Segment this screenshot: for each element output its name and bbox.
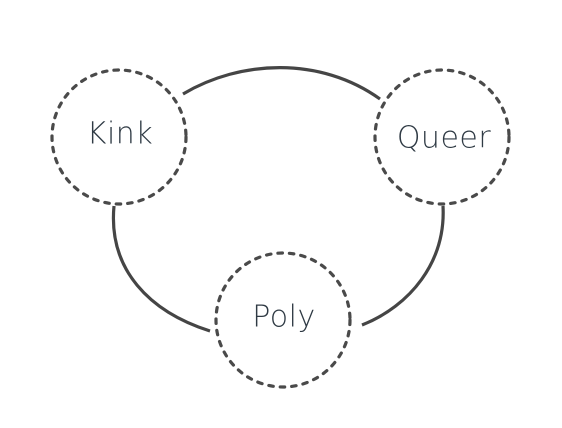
node-queer-ring	[373, 68, 511, 206]
connector-kink-poly	[111, 205, 211, 333]
connector-kink-queer	[182, 66, 381, 101]
node-kink: Kink	[50, 68, 188, 206]
node-queer: Queer	[373, 68, 511, 206]
node-queer-label: Queer	[397, 121, 492, 156]
node-poly-ring	[214, 251, 352, 389]
connector-queer-poly	[361, 205, 445, 327]
node-kink-ring	[50, 68, 188, 206]
node-poly-label: Poly	[252, 300, 315, 335]
node-kink-label: Kink	[87, 117, 153, 152]
node-poly: Poly	[214, 251, 352, 389]
